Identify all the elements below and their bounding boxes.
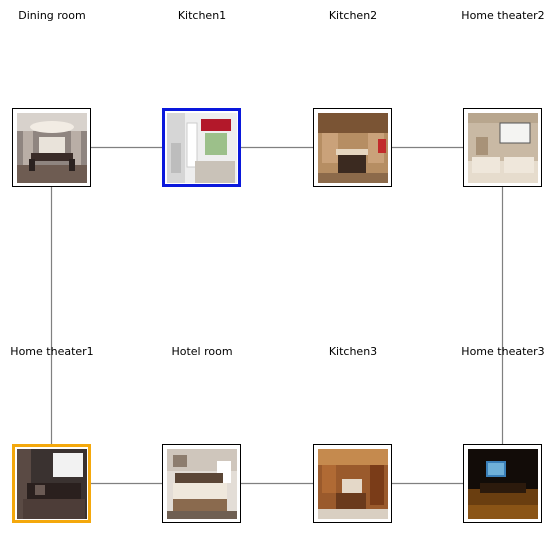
node-kitchen2[interactable] — [313, 108, 392, 187]
home-theater2-thumbnail — [467, 112, 538, 183]
home-theater1-thumbnail — [16, 448, 87, 519]
dining-room-thumbnail — [16, 112, 87, 183]
label-kitchen1: Kitchen1 — [177, 9, 227, 22]
label-kitchen3: Kitchen3 — [328, 345, 378, 358]
node-kitchen3[interactable] — [313, 444, 392, 523]
node-dining-room[interactable] — [12, 108, 91, 187]
kitchen2-thumbnail — [317, 112, 388, 183]
node-home-theater2[interactable] — [463, 108, 542, 187]
kitchen3-thumbnail — [317, 448, 388, 519]
label-home-theater2: Home theater2 — [461, 9, 545, 22]
kitchen1-thumbnail — [166, 112, 237, 183]
hotel-room-thumbnail — [166, 448, 237, 519]
node-hotel-room[interactable] — [162, 444, 241, 523]
label-home-theater1: Home theater1 — [10, 345, 94, 358]
node-home-theater3[interactable] — [463, 444, 542, 523]
label-hotel-room: Hotel room — [171, 345, 233, 358]
node-home-theater1[interactable] — [12, 444, 91, 523]
label-home-theater3: Home theater3 — [461, 345, 545, 358]
home-theater3-thumbnail — [467, 448, 538, 519]
label-dining-room: Dining room — [18, 9, 86, 22]
label-kitchen2: Kitchen2 — [328, 9, 378, 22]
node-kitchen1[interactable] — [162, 108, 241, 187]
